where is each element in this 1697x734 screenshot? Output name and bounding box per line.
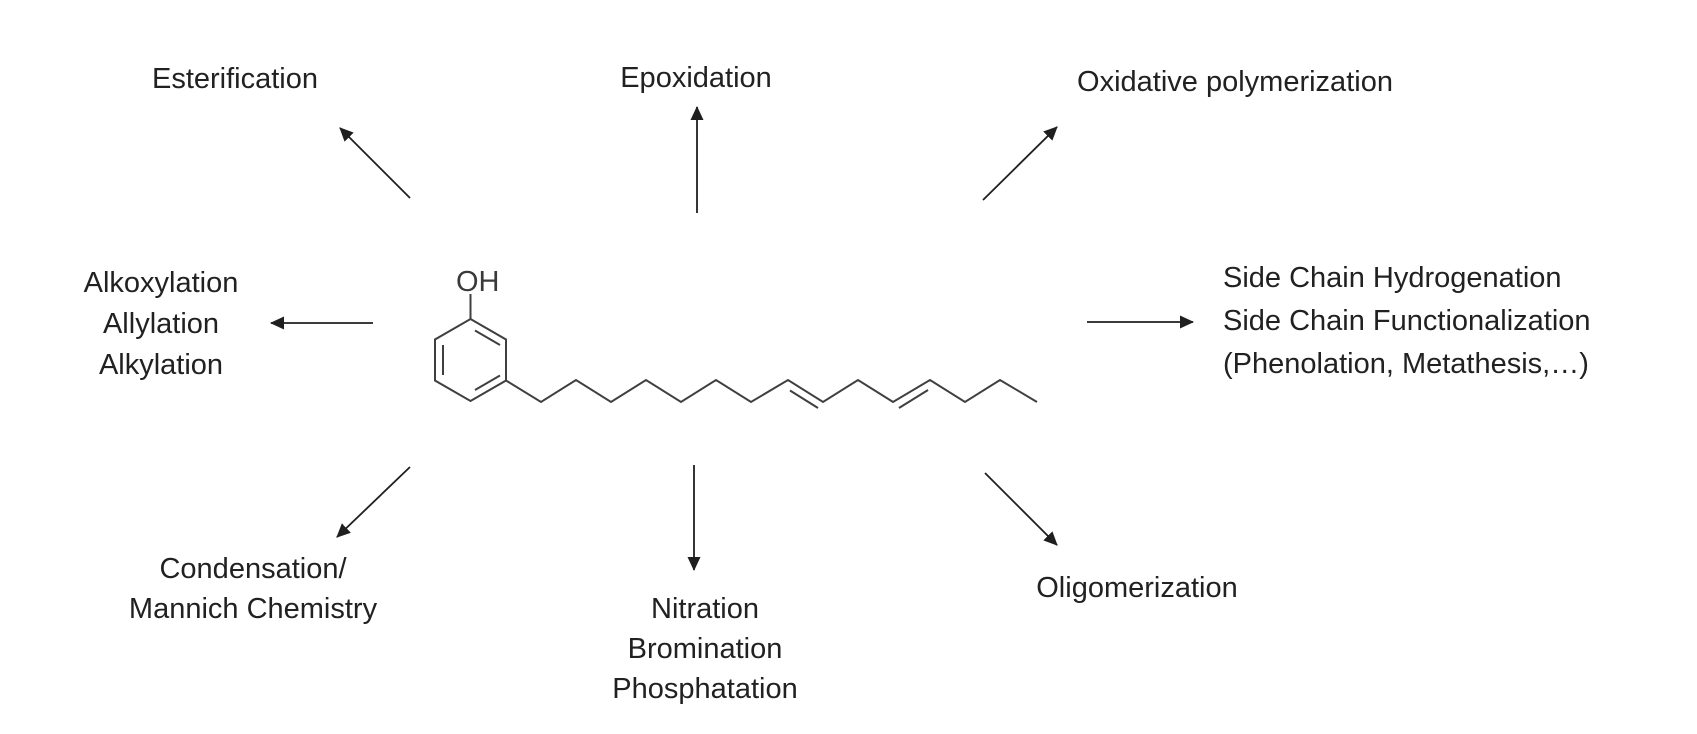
label-alkoxylation-group: Alkoxylation Allylation Alkylation: [11, 263, 311, 386]
label-line: Oxidative polymerization: [1077, 66, 1393, 98]
arrow-oligomerization: [984, 472, 1058, 546]
label-line: Alkylation: [98, 349, 224, 381]
label-line: Alkoxylation: [83, 267, 239, 299]
alkyl-side-chain: [505, 378, 1038, 404]
label-line: Bromination: [627, 633, 783, 665]
label-line: Mannich Chemistry: [128, 593, 378, 625]
arrow-oxidative-polymerization: [982, 126, 1058, 201]
label-line: Allylation: [102, 308, 220, 340]
benzene-ring: [434, 317, 507, 403]
label-line: Esterification: [151, 63, 318, 95]
cardanol-structure: [434, 294, 1038, 409]
label-line: Side Chain Hydrogenation: [1223, 262, 1562, 294]
label-line: Epoxidation: [620, 62, 772, 94]
label-line: Nitration: [651, 593, 759, 625]
label-oxidative-polymerization: Oxidative polymerization: [1035, 62, 1435, 103]
label-line: (Phenolation, Metathesis,…): [1223, 348, 1589, 380]
ring-double-bond: [474, 329, 501, 346]
arrow-esterification: [339, 127, 411, 199]
chain-double-bond-2: [898, 389, 929, 409]
chain-double-bond-1: [789, 389, 819, 409]
label-oligomerization: Oligomerization: [987, 568, 1287, 609]
arrow-condensation: [336, 466, 411, 538]
label-line: Condensation/: [159, 553, 347, 585]
label-condensation-group: Condensation/ Mannich Chemistry: [103, 549, 403, 629]
ring-double-bond: [474, 374, 501, 391]
label-side-chain-group: Side Chain Hydrogenation Side Chain Func…: [1223, 257, 1663, 386]
hydroxyl-label: OH: [456, 266, 500, 298]
arrow-group: [270, 106, 1194, 571]
label-nitration-group: Nitration Bromination Phosphatation: [555, 589, 855, 709]
label-line: Side Chain Functionalization: [1223, 305, 1591, 337]
label-line: Phosphatation: [612, 673, 798, 705]
label-epoxidation: Epoxidation: [546, 58, 846, 99]
label-esterification: Esterification: [85, 59, 385, 100]
label-line: Oligomerization: [1036, 572, 1238, 604]
